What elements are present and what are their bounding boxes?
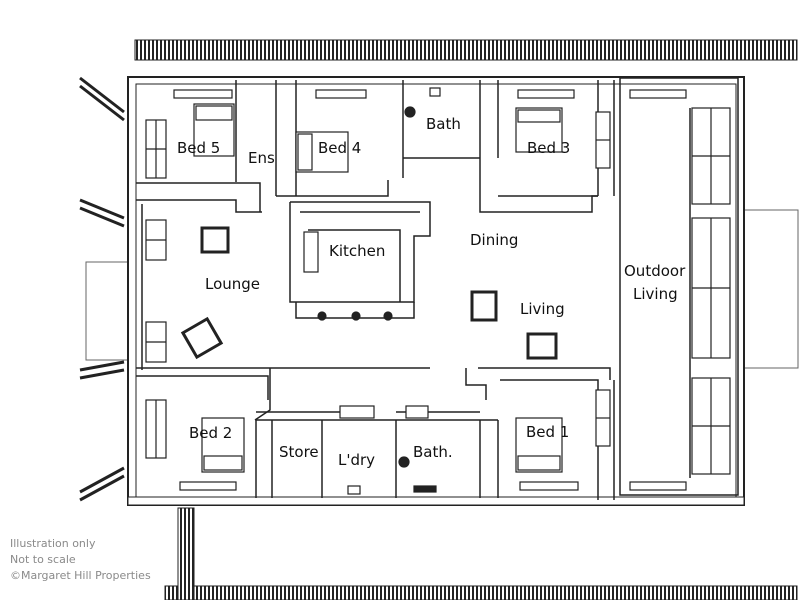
room-label-living: Living	[520, 300, 565, 318]
room-label-bath-bottom: Bath.	[413, 443, 453, 461]
room-label-dining: Dining	[470, 231, 518, 249]
room-label-bath-top: Bath	[426, 115, 461, 133]
top-fence	[134, 39, 798, 61]
room-label-laundry: L'dry	[338, 451, 375, 469]
house-base	[127, 496, 745, 506]
room-label-bed1: Bed 1	[526, 423, 569, 441]
room-label-bed4: Bed 4	[318, 139, 361, 157]
right-deck	[743, 209, 799, 369]
room-label-outdoor-line2: Living	[633, 285, 678, 303]
room-label-bed5: Bed 5	[177, 139, 220, 157]
room-label-lounge: Lounge	[205, 275, 260, 293]
furniture	[180, 87, 563, 495]
room-label-bed2: Bed 2	[189, 424, 232, 442]
disclaimer-line-1: Illustration only	[10, 537, 96, 550]
room-label-kitchen: Kitchen	[329, 242, 385, 260]
left-rails	[79, 76, 125, 502]
room-label-store: Store	[279, 443, 319, 461]
copyright-notice: ©Margaret Hill Properties	[10, 569, 151, 582]
fence-post	[177, 507, 195, 600]
room-label-ens: Ens	[248, 149, 275, 167]
bottom-fence	[164, 585, 798, 600]
left-deck	[85, 261, 129, 361]
room-label-bed3: Bed 3	[527, 139, 570, 157]
disclaimer-line-2: Not to scale	[10, 553, 76, 566]
room-label-outdoor-line1: Outdoor	[624, 262, 686, 280]
windows	[145, 89, 731, 491]
